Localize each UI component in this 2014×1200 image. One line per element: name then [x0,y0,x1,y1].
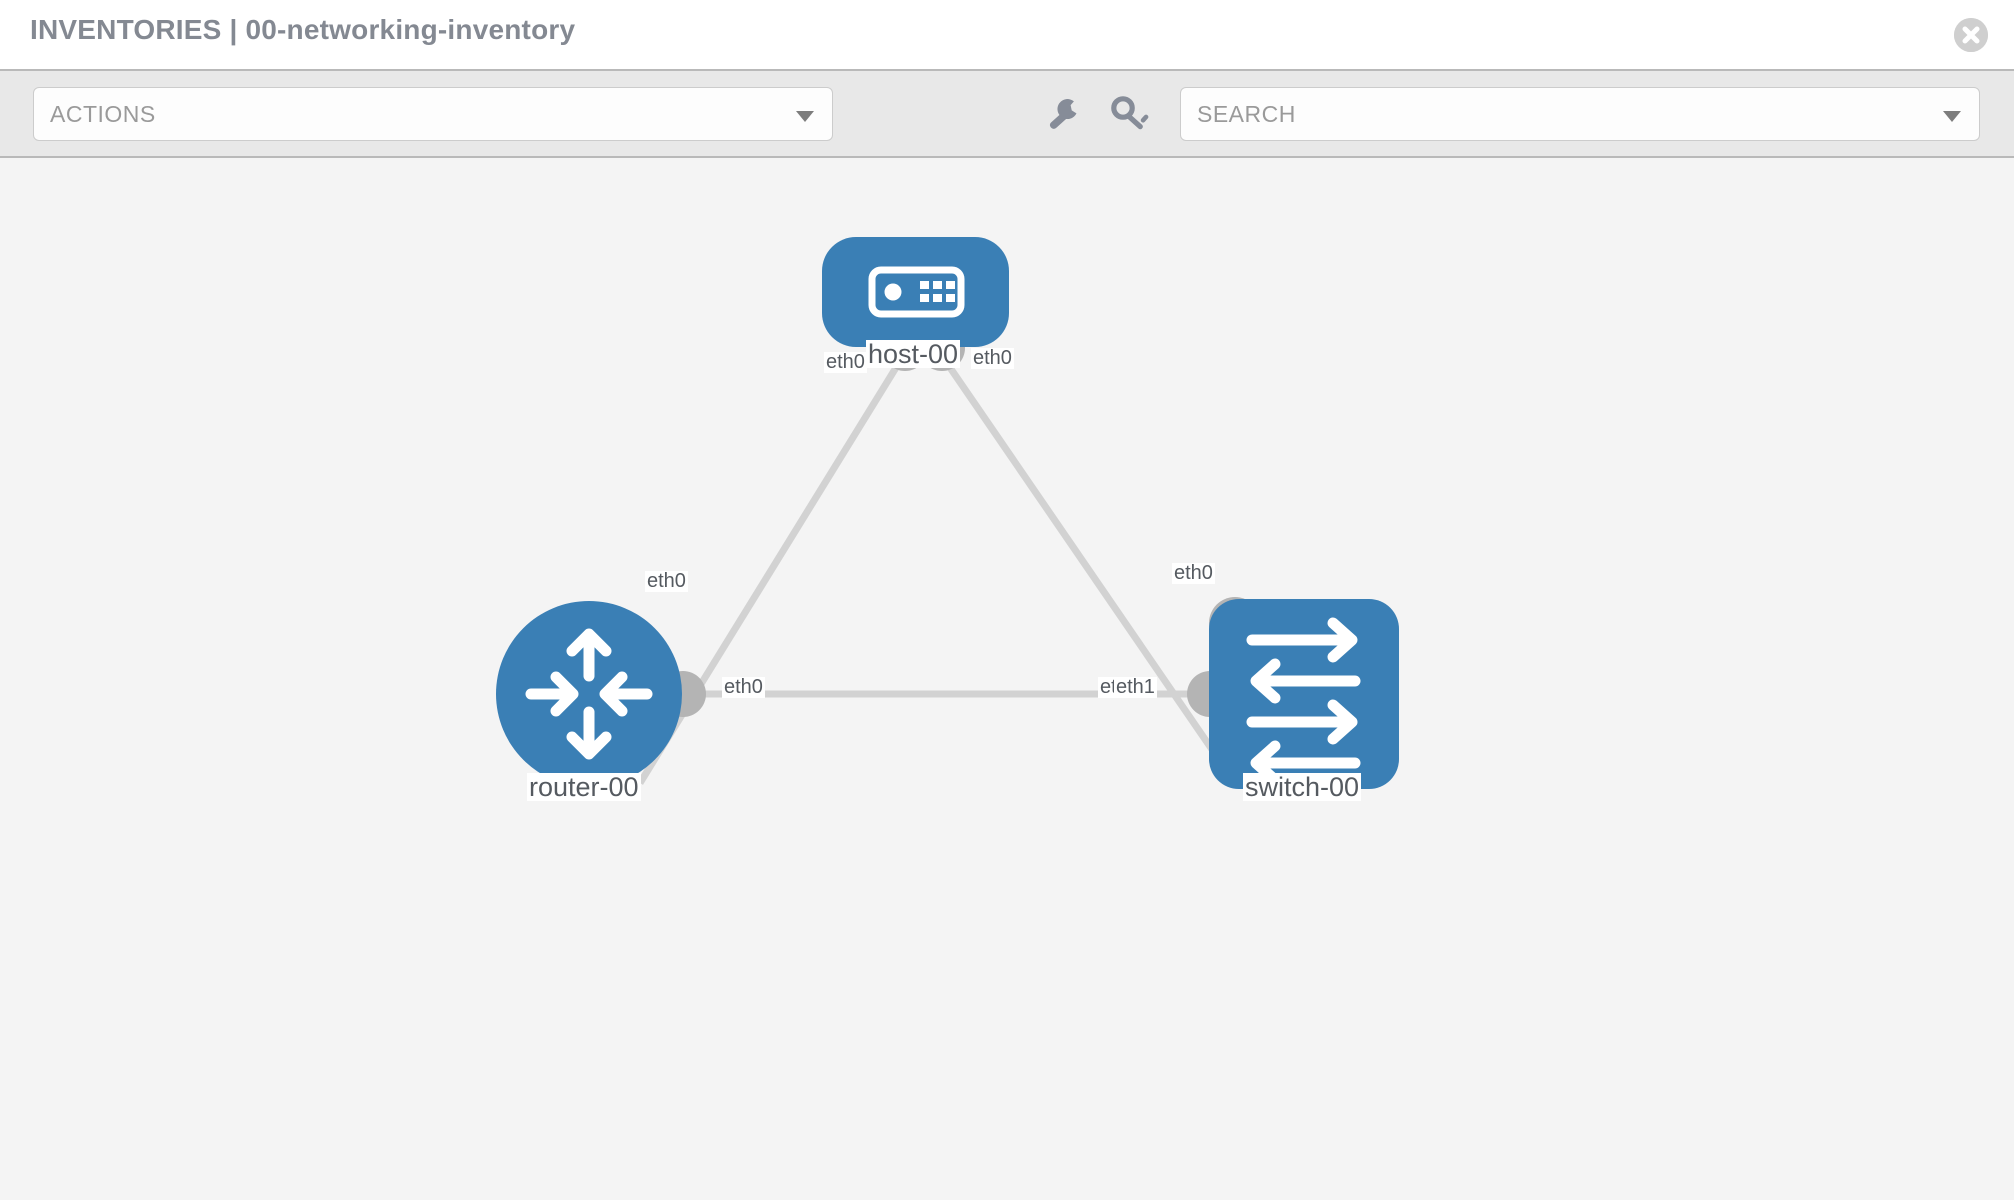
chevron-down-icon [796,111,814,122]
link-host-switch[interactable] [937,351,1238,785]
key-icon[interactable] [1108,93,1150,135]
page-title: INVENTORIES | 00-networking-inventory [30,14,576,45]
switch-arrows-icon [1246,617,1361,786]
node-switch-00[interactable] [1209,599,1399,789]
interface-label-host-left: eth0 [824,351,867,373]
interface-label-host-right: eth0 [971,347,1014,369]
router-arrows-icon [525,628,653,760]
interface-label-router-right: eth0 [722,676,765,698]
link-host-router[interactable] [637,351,908,785]
topology-canvas[interactable]: host-00 router-00 switch-00 eth0 eth0 et… [0,158,2014,1200]
wrench-icon[interactable] [1042,93,1084,135]
topology-graph [496,237,1399,789]
toolbar: ACTIONS SEARCH [0,69,2014,158]
node-router-00[interactable] [496,601,682,787]
node-host-00[interactable] [822,237,1009,347]
search-input[interactable]: SEARCH [1180,87,1980,141]
page-header: INVENTORIES | 00-networking-inventory [0,0,2014,69]
close-icon[interactable] [1954,18,1988,52]
search-placeholder: SEARCH [1197,101,1296,127]
server-icon [868,266,965,318]
chevron-down-icon[interactable] [1943,111,1961,122]
node-label-host-00: host-00 [866,339,961,369]
actions-dropdown[interactable]: ACTIONS [33,87,833,141]
interface-label-switch-left: eth1 [1114,676,1157,698]
interface-label-router-up: eth0 [645,570,688,592]
actions-dropdown-label: ACTIONS [50,101,156,127]
node-label-router-00: router-00 [527,772,641,802]
node-label-switch-00: switch-00 [1243,772,1362,802]
interface-label-switch-up: eth0 [1172,562,1215,584]
